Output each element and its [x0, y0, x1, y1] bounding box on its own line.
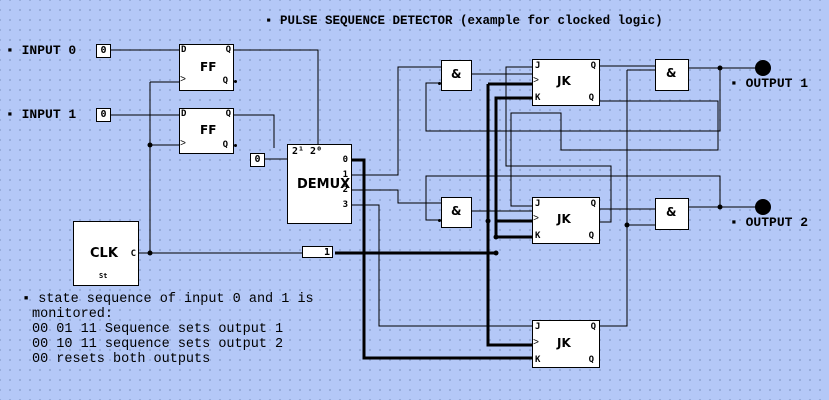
clk-name: CLK [90, 246, 118, 261]
and-gate-1-inverter-bubble [438, 82, 441, 85]
ff1-clock-icon: > [180, 75, 187, 86]
input-1-toggle[interactable]: 0 [96, 108, 111, 122]
sequence-note: ▪ state sequence of input 0 and 1 is mon… [22, 292, 314, 367]
jk1-k-pin: K [535, 93, 541, 103]
demux-out-3: 3 [342, 200, 348, 210]
note-line-2: monitored: [32, 307, 114, 322]
ff1-qbar-pin: Q [222, 76, 228, 86]
ff1-name: FF [200, 60, 217, 74]
and-gate-1[interactable]: & [438, 60, 472, 91]
jk1-q-pin: Q [590, 61, 596, 71]
jk1-clock-icon: > [533, 76, 540, 87]
and-gate-2-inverter-bubble [438, 219, 441, 222]
output-1-bullet: ▪ [730, 76, 746, 91]
clock-generator[interactable]: CLK C St [73, 221, 139, 286]
output-2-bullet: ▪ [730, 215, 746, 230]
demux-name: DEMUX [297, 177, 351, 192]
thick-wires [335, 82, 533, 360]
clk-sub-label: St [99, 272, 108, 280]
ff2-clock-icon: > [180, 139, 187, 150]
output-1-led [755, 60, 771, 76]
demux-block[interactable]: 2¹ 2⁰ DEMUX 0 1 2 3 [287, 144, 352, 224]
and-gate-4[interactable]: & [655, 198, 689, 230]
demux-out-1: 1 [342, 170, 348, 180]
note-line-3: 00 01 11 Sequence sets output 1 [32, 322, 284, 337]
jk2-j-pin: J [535, 199, 541, 209]
ff2-d-pin: D [181, 109, 187, 119]
note-line-4: 00 10 11 sequence sets output 2 [32, 337, 284, 352]
ff2-qbar-pin: Q [222, 140, 228, 150]
flip-flop-1[interactable]: D Q FF Q > [179, 44, 237, 91]
note-line-1-text: state sequence of input 0 and 1 is [38, 292, 314, 307]
demux-select-value[interactable]: 0 [250, 153, 265, 167]
ff1-qbar-bubble [234, 80, 237, 83]
jk-flip-flop-2[interactable]: J K > Q Q JK [532, 197, 600, 244]
and-gate-3[interactable]: & [655, 59, 689, 91]
demux-out-2: 2 [342, 185, 348, 195]
jk1-qbar-pin: Q [588, 93, 594, 103]
jk1-name: JK [557, 74, 571, 88]
title-text: PULSE SEQUENCE DETECTOR (example for clo… [280, 14, 663, 28]
and-gate-2[interactable]: & [438, 197, 472, 228]
ff1-q-pin: Q [225, 45, 231, 55]
output-1-text: OUTPUT 1 [745, 76, 809, 91]
and-gate-1-symbol: & [451, 67, 462, 81]
jk-flip-flop-3[interactable]: J K > Q Q JK [532, 320, 600, 368]
input-1-bullet: ▪ [6, 107, 22, 122]
and-gate-4-symbol: & [666, 205, 677, 219]
thin-wires [111, 49, 762, 327]
jk2-clock-icon: > [533, 214, 540, 225]
flip-flop-2[interactable]: D Q FF Q > [179, 108, 237, 154]
jk3-qbar-pin: Q [588, 355, 594, 365]
demux-out-0: 0 [342, 155, 348, 165]
input-0-label: ▪ INPUT 0 [6, 43, 76, 58]
input-0-toggle[interactable]: 0 [96, 44, 111, 58]
enable-value[interactable]: 1 [302, 246, 333, 258]
jk-flip-flop-1[interactable]: J K > Q Q JK [532, 59, 600, 106]
title-bullet: ▪ [265, 14, 281, 28]
output-2-text: OUTPUT 2 [745, 215, 809, 230]
jk3-name: JK [557, 336, 571, 350]
junctions [147, 65, 723, 256]
output-1-label: ▪ OUTPUT 1 [730, 76, 808, 91]
output-2-led [755, 199, 771, 215]
note-line-5: 00 resets both outputs [32, 352, 211, 367]
jk2-k-pin: K [535, 231, 541, 241]
note-line-1: ▪ state sequence of input 0 and 1 is [22, 292, 314, 307]
ff1-d-pin: D [181, 45, 187, 55]
clk-pin: C [130, 249, 136, 259]
and-gate-2-symbol: & [451, 204, 462, 218]
jk2-qbar-pin: Q [588, 231, 594, 241]
jk2-name: JK [557, 212, 571, 226]
ff2-qbar-bubble [234, 144, 237, 147]
output-2-label: ▪ OUTPUT 2 [730, 215, 808, 230]
and-gate-3-symbol: & [666, 66, 677, 80]
ff2-q-pin: Q [225, 109, 231, 119]
ff2-name: FF [200, 123, 217, 137]
input-0-text: INPUT 0 [21, 43, 77, 58]
input-0-bullet: ▪ [6, 43, 22, 58]
demux-select-label: 2¹ 2⁰ [292, 146, 323, 157]
diagram-title: ▪ PULSE SEQUENCE DETECTOR (example for c… [265, 14, 663, 28]
input-1-text: INPUT 1 [21, 107, 77, 122]
note-bullet: ▪ [22, 292, 39, 307]
jk3-k-pin: K [535, 355, 541, 365]
jk2-q-pin: Q [590, 199, 596, 209]
jk3-q-pin: Q [590, 322, 596, 332]
jk1-j-pin: J [535, 61, 541, 71]
input-1-label: ▪ INPUT 1 [6, 107, 76, 122]
jk3-j-pin: J [535, 322, 541, 332]
jk3-clock-icon: > [533, 338, 540, 349]
